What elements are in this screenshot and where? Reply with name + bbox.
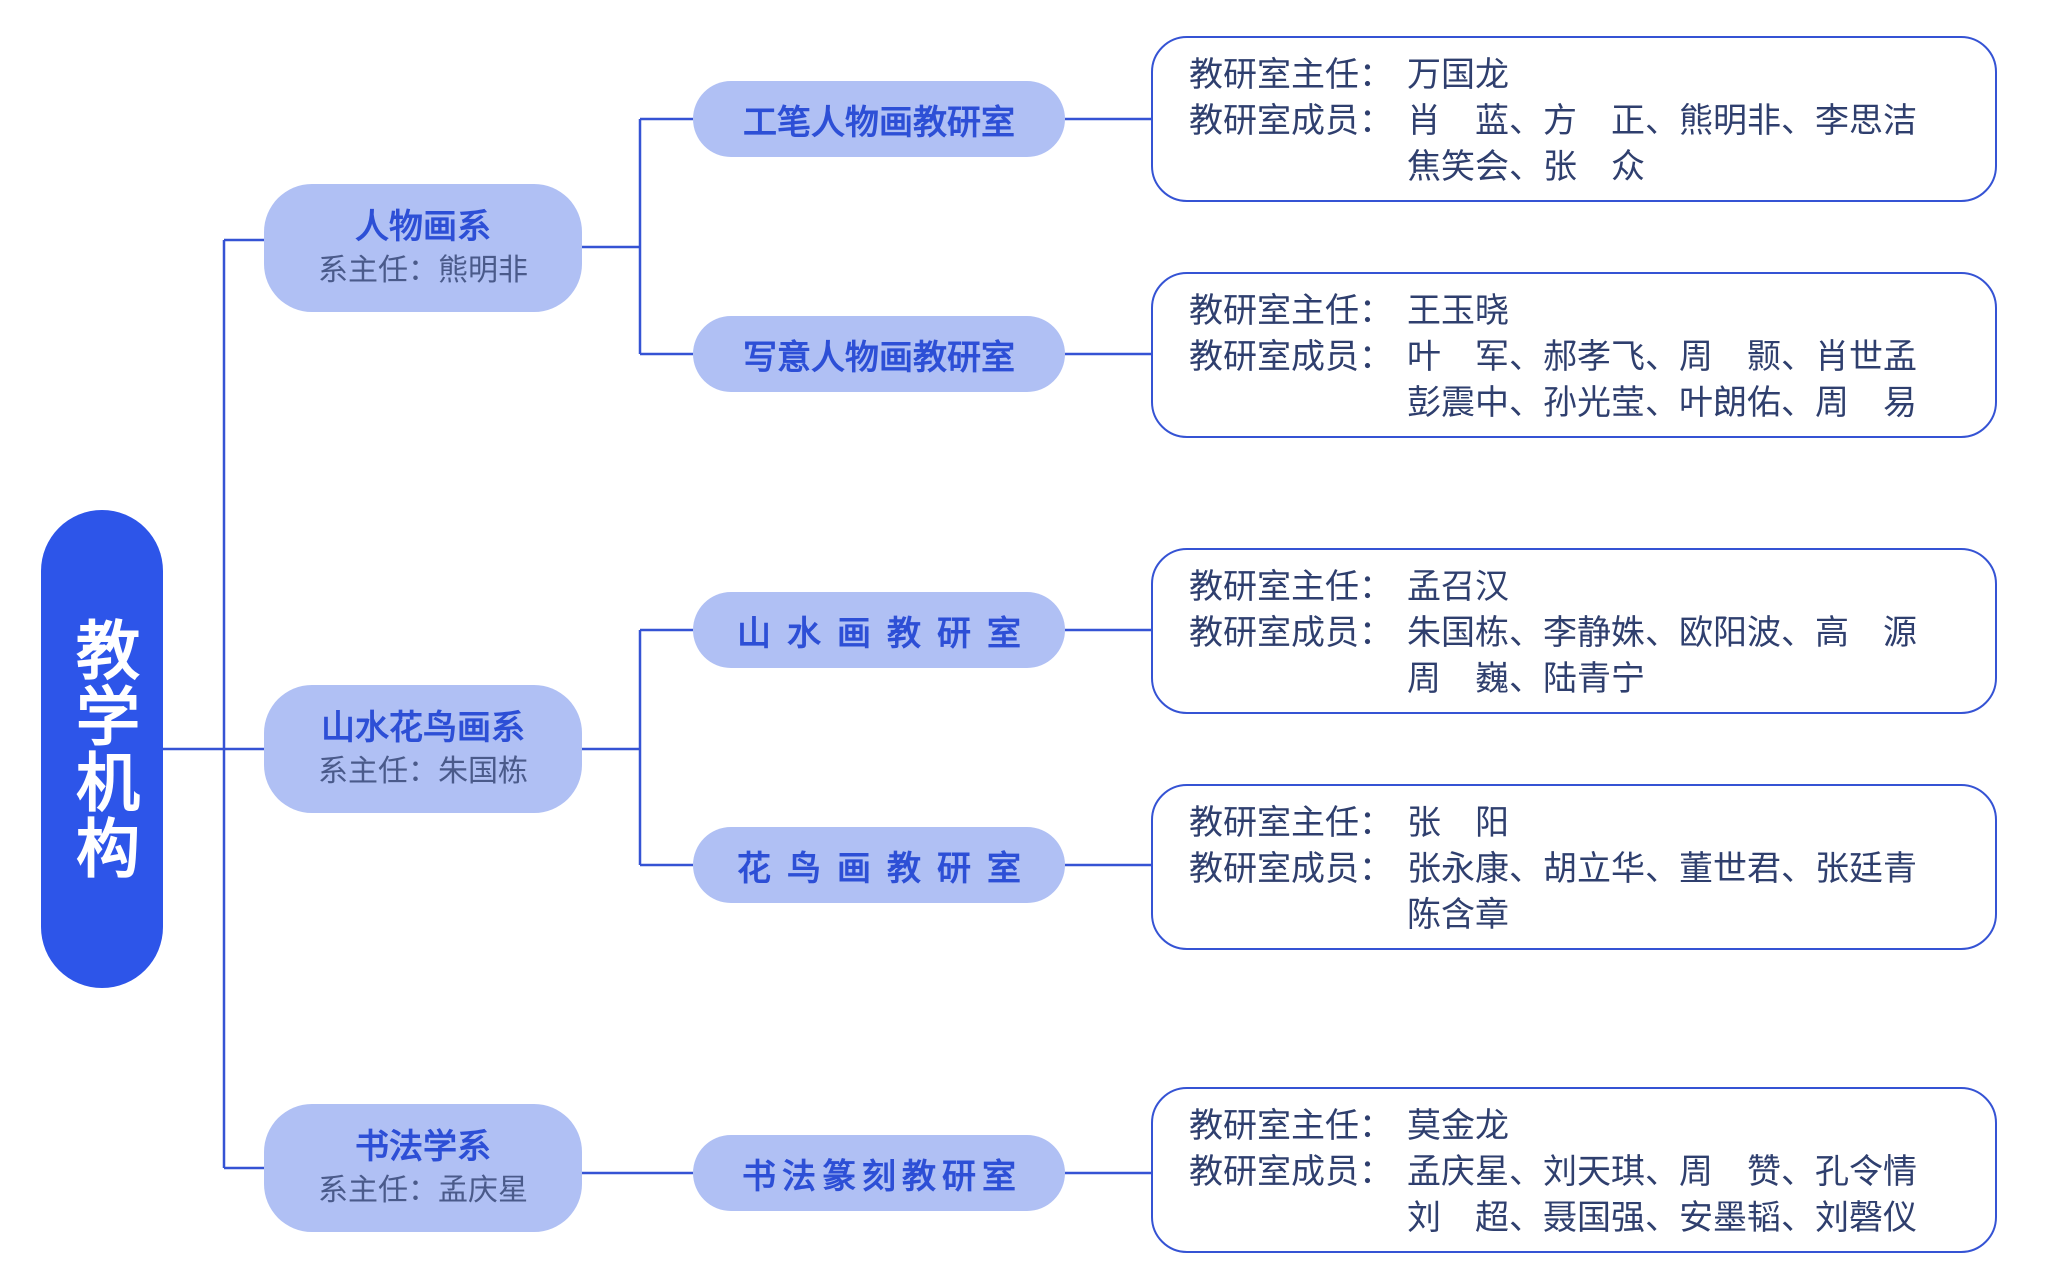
office-card-calligraphy-seal: 教研室主任： 莫金龙 教研室成员： 孟庆星、刘天琪、周 赞、孔令情 刘 超、聂国强、… [1151, 1087, 1997, 1253]
office-node-bird-flower: 花鸟画教研室 [693, 827, 1065, 903]
members-list: 孟庆星、刘天琪、周 赞、孔令情 [1407, 1152, 1917, 1192]
office-name: 工笔人物画教研室 [743, 102, 1015, 143]
director-label: 教研室主任： [1189, 291, 1393, 331]
members-list: 肖 蓝、方 正、熊明非、李思洁 [1407, 101, 1917, 141]
members-list: 叶 军、郝孝飞、周 颢、肖世孟 [1407, 337, 1917, 377]
office-node-calligraphy-seal: 书法篆刻教研室 [693, 1135, 1065, 1211]
dept-name: 山水花鸟画系 [321, 708, 525, 748]
members-label: 教研室成员： [1189, 849, 1393, 889]
director-name: 莫金龙 [1407, 1106, 1509, 1146]
members-label: 教研室成员： [1189, 613, 1393, 653]
office-name: 山水画教研室 [737, 613, 1037, 654]
office-node-landscape: 山水画教研室 [693, 592, 1065, 668]
dept-node-landscape-bird-flower: 山水花鸟画系 系主任：朱国栋 [264, 685, 582, 813]
director-label: 教研室主任： [1189, 803, 1393, 843]
office-node-xieyi-figure: 写意人物画教研室 [693, 316, 1065, 392]
office-node-gongbi-figure: 工笔人物画教研室 [693, 81, 1065, 157]
director-label: 教研室主任： [1189, 1106, 1393, 1146]
office-name: 花鸟画教研室 [737, 848, 1037, 889]
dept-head: 系主任：孟庆星 [318, 1173, 528, 1208]
office-card-gongbi-figure: 教研室主任： 万国龙 教研室成员： 肖 蓝、方 正、熊明非、李思洁 焦笑会、张 众 [1151, 36, 1997, 202]
director-name: 王玉晓 [1407, 291, 1509, 331]
office-card-xieyi-figure: 教研室主任： 王玉晓 教研室成员： 叶 军、郝孝飞、周 颢、肖世孟 彭震中、孙光莹、… [1151, 272, 1997, 438]
root-node: 教学机构 [41, 510, 163, 988]
dept-node-calligraphy: 书法学系 系主任：孟庆星 [264, 1104, 582, 1232]
members-label: 教研室成员： [1189, 1152, 1393, 1192]
director-label: 教研室主任： [1189, 567, 1393, 607]
dept-head: 系主任：熊明非 [318, 253, 528, 288]
office-name: 写意人物画教研室 [743, 337, 1015, 378]
members-list-continued: 陈含章 [1407, 895, 1509, 935]
dept-head: 系主任：朱国栋 [318, 754, 528, 789]
members-label: 教研室成员： [1189, 101, 1393, 141]
dept-name: 人物画系 [355, 207, 491, 247]
director-label: 教研室主任： [1189, 55, 1393, 95]
director-name: 孟召汉 [1407, 567, 1509, 607]
root-title: 教学机构 [65, 617, 139, 881]
members-list-continued: 彭震中、孙光莹、叶朗佑、周 易 [1407, 383, 1917, 423]
members-label: 教研室成员： [1189, 337, 1393, 377]
office-card-bird-flower: 教研室主任： 张 阳 教研室成员： 张永康、胡立华、董世君、张廷青 陈含章 [1151, 784, 1997, 950]
members-list-continued: 刘 超、聂国强、安墨韬、刘磬仪 [1407, 1198, 1917, 1238]
director-name: 张 阳 [1407, 803, 1509, 843]
dept-name: 书法学系 [355, 1127, 491, 1167]
members-list: 张永康、胡立华、董世君、张廷青 [1407, 849, 1917, 889]
office-name: 书法篆刻教研室 [742, 1156, 1022, 1197]
members-list-continued: 周 巍、陆青宁 [1407, 659, 1645, 699]
members-list-continued: 焦笑会、张 众 [1407, 147, 1645, 187]
director-name: 万国龙 [1407, 55, 1509, 95]
office-card-landscape: 教研室主任： 孟召汉 教研室成员： 朱国栋、李静姝、欧阳波、高 源 周 巍、陆青宁 [1151, 548, 1997, 714]
dept-node-figure-painting: 人物画系 系主任：熊明非 [264, 184, 582, 312]
members-list: 朱国栋、李静姝、欧阳波、高 源 [1407, 613, 1917, 653]
